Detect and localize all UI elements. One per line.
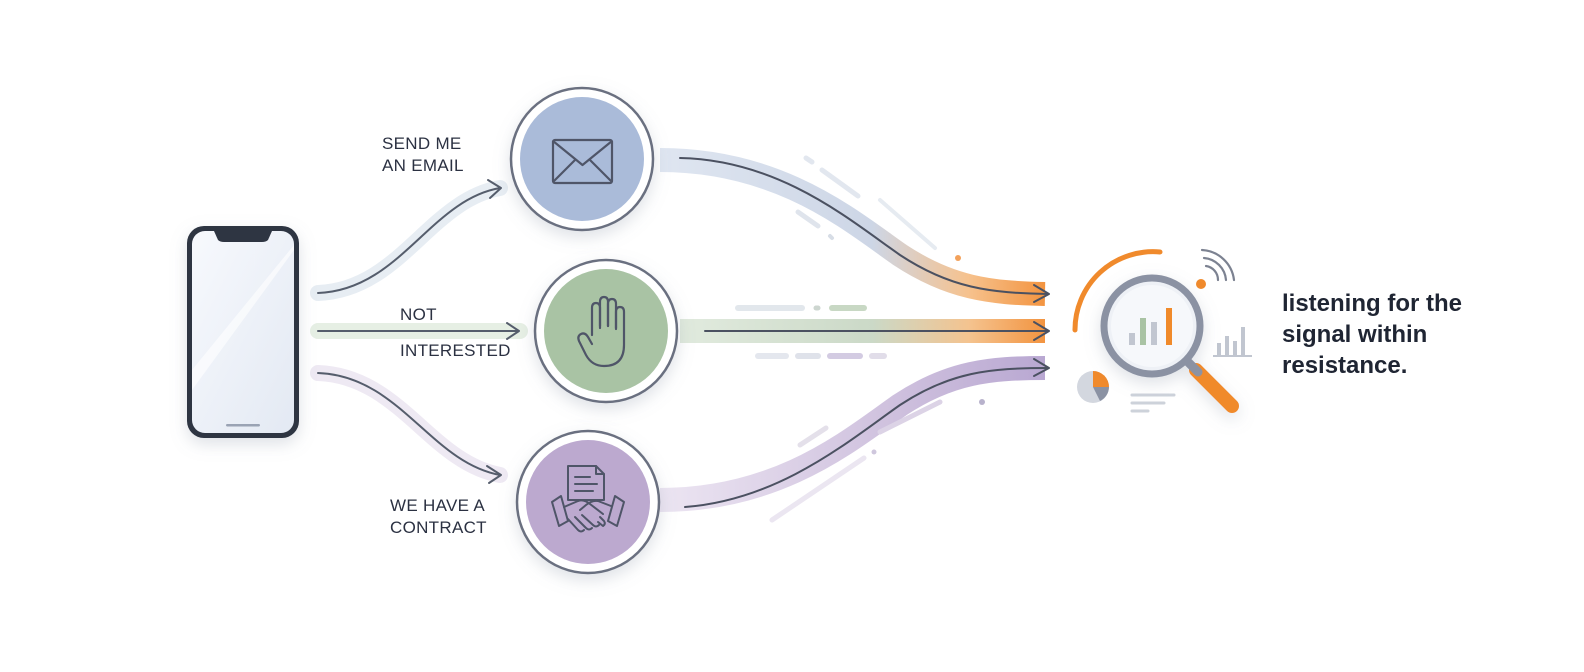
caption-line: listening for the: [1282, 288, 1462, 319]
node-email: [511, 88, 653, 230]
label-line: CONTRACT: [390, 517, 487, 539]
label-line: AN EMAIL: [382, 155, 464, 177]
caption-line: signal within: [1282, 319, 1462, 350]
label-send-me-an-email: SEND ME AN EMAIL: [382, 133, 464, 177]
label-we-have-a-contract: WE HAVE A CONTRACT: [390, 495, 487, 539]
label-interested: INTERESTED: [400, 340, 511, 362]
caption-line: resistance.: [1282, 350, 1462, 381]
phone-to-node-arrows: [318, 180, 519, 483]
pie-chart-icon: [1077, 371, 1109, 403]
label-not: NOT: [400, 304, 437, 326]
caption: listening for the signal within resistan…: [1282, 288, 1462, 381]
text-lines-icon: [1132, 395, 1174, 411]
node-not-interested: [535, 260, 677, 402]
magnifier-analytics-icon: [1075, 250, 1252, 411]
label-line: SEND ME: [382, 133, 464, 155]
bar-chart-icon: [1213, 327, 1252, 356]
label-line: WE HAVE A: [390, 495, 487, 517]
smartphone-icon: [187, 226, 299, 438]
